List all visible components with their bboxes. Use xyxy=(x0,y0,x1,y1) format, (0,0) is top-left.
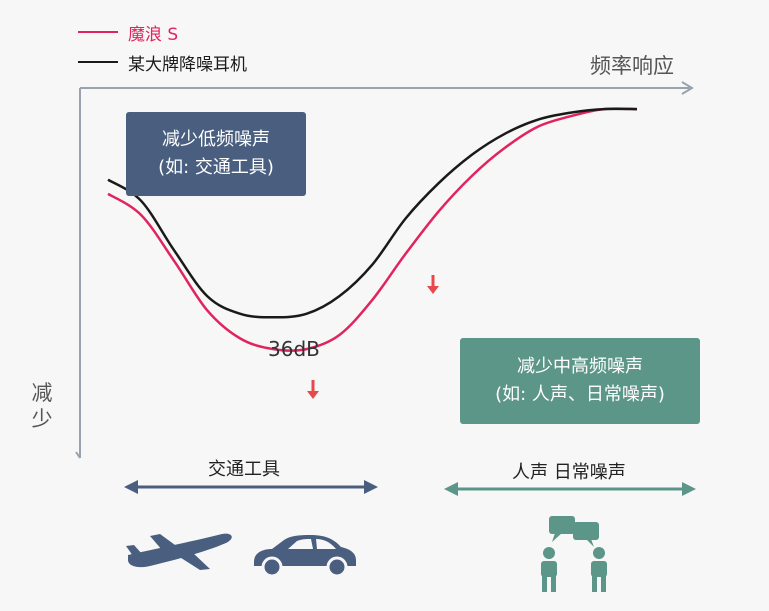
y-axis-label: 减少 xyxy=(31,381,53,431)
legend-item: 某大牌降噪耳机 xyxy=(78,50,247,75)
band-label-voice: 人声 日常噪声 xyxy=(512,462,626,483)
legend-item: 魔浪 S xyxy=(78,20,247,45)
band-label-traffic: 交通工具 xyxy=(208,459,280,480)
y-axis-end xyxy=(75,451,81,459)
annotation-36db: 36dB xyxy=(268,337,320,361)
series-layer xyxy=(107,107,638,352)
callout-line: (如: 人声、日常噪声) xyxy=(495,384,665,405)
band-arrow-traffic xyxy=(124,480,378,494)
car-icon xyxy=(254,535,356,578)
x-axis-arrowhead xyxy=(681,81,694,95)
people-talking-icon xyxy=(541,516,607,592)
band-arrow-voice xyxy=(444,482,696,496)
legend: 魔浪 S 某大牌降噪耳机 xyxy=(78,20,247,80)
callout-low-frequency: 减少低频噪声 (如: 交通工具) xyxy=(126,112,306,196)
series-line xyxy=(107,107,638,352)
callout-line: 减少低频噪声 xyxy=(162,129,270,150)
callout-line: 减少中高频噪声 xyxy=(517,356,643,377)
down-arrow-icon xyxy=(307,380,319,399)
callout-line: (如: 交通工具) xyxy=(158,157,274,178)
callout-mid-high-frequency: 减少中高频噪声 (如: 人声、日常噪声) xyxy=(460,338,700,424)
airplane-icon xyxy=(126,533,232,570)
legend-label: 某大牌降噪耳机 xyxy=(128,54,247,75)
legend-swatch xyxy=(78,31,118,33)
chart-title: 频率响应 xyxy=(590,54,674,78)
legend-swatch xyxy=(78,61,118,63)
series-line xyxy=(107,107,638,319)
down-arrow-icon xyxy=(427,275,439,294)
legend-label: 魔浪 S xyxy=(128,24,179,45)
